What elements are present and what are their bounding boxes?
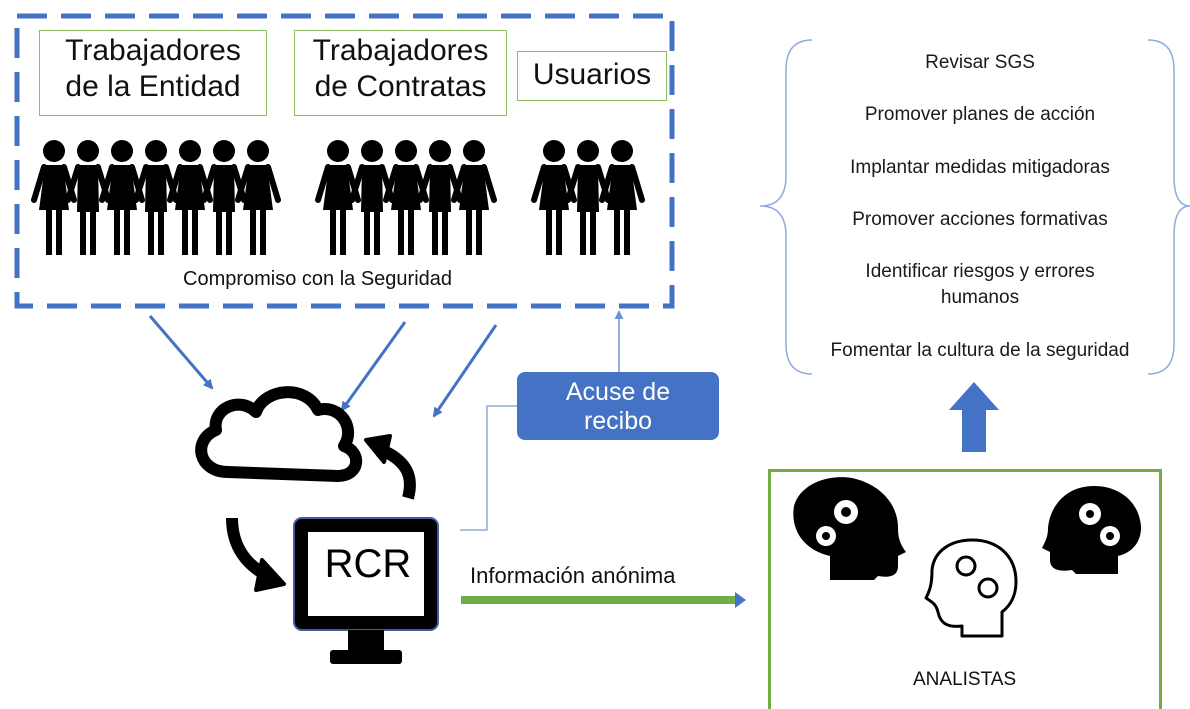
person-icon (133, 140, 179, 255)
action-item-5: Identificar riesgos y errores humanos (865, 261, 1095, 308)
group-label-entidad: Trabajadores de la Entidad (39, 30, 267, 116)
action-item-6: Fomentar la cultura de la seguridad (830, 340, 1130, 361)
person-icon (565, 140, 611, 255)
arrow-usuarios-to-cloud (432, 324, 498, 418)
person-icon (201, 140, 247, 255)
system-label: RCR (324, 542, 412, 586)
acknowledgement-box: Acuse de recibo (517, 372, 719, 440)
person-icon (235, 140, 281, 255)
action-item-2: Promover planes de acción (864, 104, 1096, 125)
analysts-label: ANALISTAS (913, 669, 1017, 690)
person-icon (599, 140, 645, 255)
commitment-caption: Compromiso con la Seguridad (183, 268, 453, 290)
action-item-4: Promover acciones formativas (852, 209, 1108, 230)
right-brace (1147, 39, 1190, 375)
up-arrow (949, 382, 999, 452)
ack-connector (460, 405, 517, 531)
flow-arrow (461, 592, 746, 608)
person-icon (531, 140, 577, 255)
cloud-icon (195, 386, 363, 482)
flow-label: Información anónima (470, 563, 676, 588)
ack-line2: recibo (583, 407, 653, 435)
head-gears-icon-center (924, 538, 1018, 638)
person-icon (99, 140, 145, 255)
monitor-icon (293, 517, 439, 664)
person-icon (451, 140, 497, 255)
group-label-usuarios-line1: Usuarios (532, 58, 652, 91)
ack-line1: Acuse de (565, 378, 671, 406)
head-gears-icon-right (1042, 486, 1142, 574)
group-label-contratas-line2: de Contratas (314, 70, 487, 103)
action-item-3: Implantar medidas mitigadoras (850, 157, 1110, 178)
person-icon (167, 140, 213, 255)
people-group-entidad (31, 140, 281, 255)
staff-dashed-box (14, 13, 675, 309)
left-brace (759, 39, 813, 375)
group-label-contratas: Trabajadores de Contratas (294, 30, 507, 116)
group-label-entidad-line1: Trabajadores (65, 34, 241, 67)
group-label-entidad-line2: de la Entidad (65, 70, 241, 103)
group-label-contratas-line1: Trabajadores (312, 34, 489, 67)
analysts-box (768, 469, 1162, 709)
people-group-usuarios (531, 140, 645, 255)
arrow-entidad-to-cloud (148, 315, 214, 390)
people-group-contratas (315, 140, 497, 255)
head-gears-icon-left (793, 477, 906, 580)
group-label-usuarios: Usuarios (517, 51, 667, 101)
action-item-1: Revisar SGS (925, 52, 1035, 73)
sync-arrows-icon (226, 434, 416, 592)
person-icon (417, 140, 463, 255)
arrow-contratas-to-cloud (340, 321, 407, 412)
